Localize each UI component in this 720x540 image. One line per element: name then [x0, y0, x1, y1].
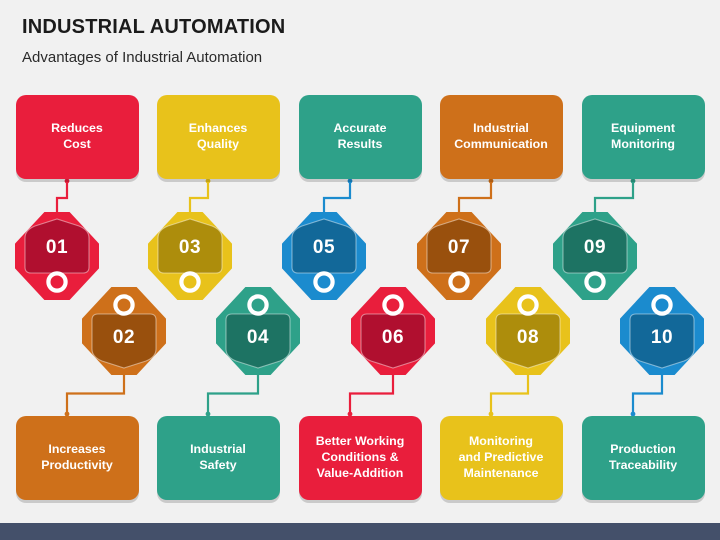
badge-ring-icon: [247, 294, 269, 316]
card-label-line2: Cost: [63, 137, 91, 151]
card-label-line2: Safety: [199, 458, 237, 472]
footer-bar: [0, 523, 720, 540]
badge-inner-shield: [360, 313, 426, 369]
badge-inner-shield: [24, 218, 90, 274]
card-label-line2: Results: [337, 137, 383, 151]
card-label-line2: Traceability: [608, 458, 678, 472]
card-label-line1: Monitoring: [468, 434, 533, 449]
badge-number: 03: [178, 237, 202, 258]
card-label-line1: Industrial: [473, 121, 529, 136]
badge-08[interactable]: 08: [486, 287, 570, 375]
card-label-line3: Maintenance: [463, 465, 539, 480]
card-label-line1: Enhances: [188, 121, 248, 136]
card-label-line1: Increases: [48, 442, 106, 457]
badge-number: 02: [112, 327, 136, 348]
badge-number: 07: [447, 237, 471, 258]
badge-10[interactable]: 10: [620, 287, 704, 375]
badge-02[interactable]: 02: [82, 287, 166, 375]
badge-ring-icon: [179, 271, 201, 293]
badge-number: 05: [312, 237, 336, 258]
card-label-line2: Conditions &: [321, 450, 399, 465]
card-label-line3: Value-Addition: [316, 465, 404, 480]
page-subtitle: Advantages of Industrial Automation: [22, 49, 263, 66]
bottom-card-industrial-safety[interactable]: Industrial Safety: [156, 416, 280, 500]
badge-number: 01: [45, 237, 69, 258]
card-label-line1: Reduces: [51, 121, 103, 136]
badge-ring-icon: [46, 271, 68, 293]
badge-ring-icon: [517, 294, 539, 316]
badge-ring-icon: [113, 294, 135, 316]
badge-04[interactable]: 04: [216, 287, 300, 375]
bottom-card-increases-productivity[interactable]: Increases Productivity: [15, 416, 139, 500]
badge-inner-shield: [91, 313, 157, 369]
card-label-line2: and Predictive: [458, 450, 544, 465]
badge-ring-icon: [651, 294, 673, 316]
page-title: INDUSTRIAL AUTOMATION: [22, 16, 286, 38]
badge-06[interactable]: 06: [351, 287, 435, 375]
badge-ring-icon: [584, 271, 606, 293]
card-label-line2: Productivity: [41, 458, 113, 472]
card-label-line1: Industrial: [190, 442, 246, 457]
top-card-enhances-quality[interactable]: Enhances Quality: [156, 95, 280, 179]
badge-inner-shield: [426, 218, 492, 274]
badge-ring-icon: [313, 271, 335, 293]
badge-number: 06: [381, 327, 405, 348]
badge-inner-shield: [291, 218, 357, 274]
top-card-reduces-cost[interactable]: Reduces Cost: [15, 95, 139, 179]
badge-03[interactable]: 03: [148, 212, 232, 300]
badge-ring-icon: [448, 271, 470, 293]
badge-number: 04: [246, 327, 270, 348]
badge-number: 09: [583, 237, 607, 258]
card-label-line2: Quality: [196, 137, 239, 151]
bottom-card-better-working-conditions[interactable]: Better Working Conditions & Value-Additi…: [298, 416, 422, 500]
badge-number: 08: [516, 327, 540, 348]
card-label-line2: Monitoring: [611, 137, 675, 151]
badge-01[interactable]: 01: [15, 212, 99, 300]
badge-inner-shield: [495, 313, 561, 369]
badge-inner-shield: [225, 313, 291, 369]
card-label-line2: Communication: [454, 137, 548, 151]
top-card-accurate-results[interactable]: Accurate Results: [298, 95, 422, 179]
bottom-card-production-traceability[interactable]: Production Traceability: [581, 416, 705, 500]
card-label-line1: Equipment: [610, 121, 676, 136]
card-label-line1: Accurate: [333, 121, 387, 136]
badge-inner-shield: [157, 218, 223, 274]
badge-05[interactable]: 05: [282, 212, 366, 300]
badge-number: 10: [650, 327, 674, 348]
card-label-line1: Better Working: [315, 434, 405, 449]
bottom-card-monitoring-predictive-maintenance[interactable]: Monitoring and Predictive Maintenance: [439, 416, 563, 500]
badge-inner-shield: [562, 218, 628, 274]
badge-inner-shield: [629, 313, 695, 369]
top-card-equipment-monitoring[interactable]: Equipment Monitoring: [581, 95, 705, 179]
badge-07[interactable]: 07: [417, 212, 501, 300]
top-card-industrial-communication[interactable]: Industrial Communication: [439, 95, 563, 179]
card-label-line1: Production: [610, 442, 676, 457]
badge-ring-icon: [382, 294, 404, 316]
badge-09[interactable]: 09: [553, 212, 637, 300]
